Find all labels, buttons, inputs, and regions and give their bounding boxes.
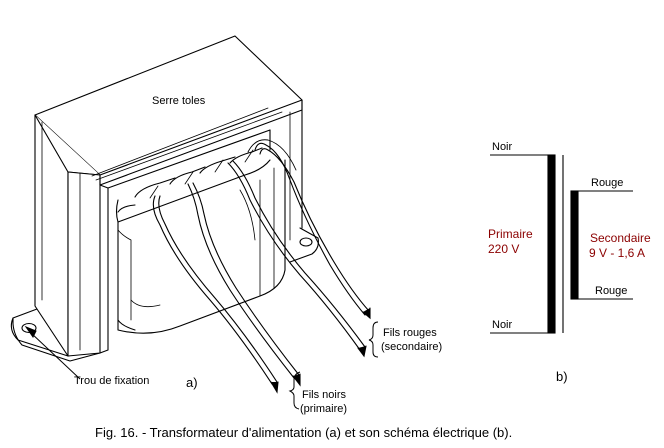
part-b-letter: b): [556, 369, 568, 384]
primary-top-wire-label: Noir: [492, 141, 513, 153]
coil-block: [115, 159, 286, 334]
schematic: [490, 154, 633, 334]
red-wires-sublabel: (secondaire): [381, 341, 442, 353]
primary-bottom-wire-label: Noir: [492, 319, 513, 331]
clamp-label: Serre toles: [152, 95, 206, 107]
figure-caption: Fig. 16. - Transformateur d'alimentation…: [95, 425, 512, 440]
primary-label: Primaire: [488, 227, 533, 241]
wire-slots: [134, 147, 263, 199]
black-wires-label: Fils noirs: [302, 389, 347, 401]
fixing-hole-leader: [24, 325, 81, 380]
fixing-hole-label: Trou de fixation: [74, 375, 149, 387]
red-wire-brace: [368, 321, 379, 358]
primary-voltage: 220 V: [488, 242, 519, 256]
red-wire-1: [227, 162, 361, 351]
fixing-hole-right: [299, 237, 313, 247]
secondary-rating: 9 V - 1,6 A: [589, 246, 645, 260]
black-wire-brace: [288, 371, 301, 410]
transformer-drawing: [10, 35, 319, 362]
clamp-front-plate: [67, 171, 101, 357]
black-wires-sublabel: (primaire): [300, 403, 347, 415]
secondary-top-wire-label: Rouge: [591, 177, 623, 189]
red-wire-2: [254, 142, 366, 316]
secondary-bottom-wire-label: Rouge: [595, 285, 627, 297]
wire-braces: [288, 321, 379, 410]
secondary-label: Secondaire: [590, 231, 651, 245]
black-wire-2: [187, 183, 295, 379]
black-wire-1: [152, 195, 273, 385]
wires: [152, 139, 371, 394]
secondary-winding: [570, 190, 579, 300]
primary-winding: [547, 154, 556, 334]
red-wires-label: Fils rouges: [383, 327, 437, 339]
part-a-letter: a): [186, 375, 198, 390]
